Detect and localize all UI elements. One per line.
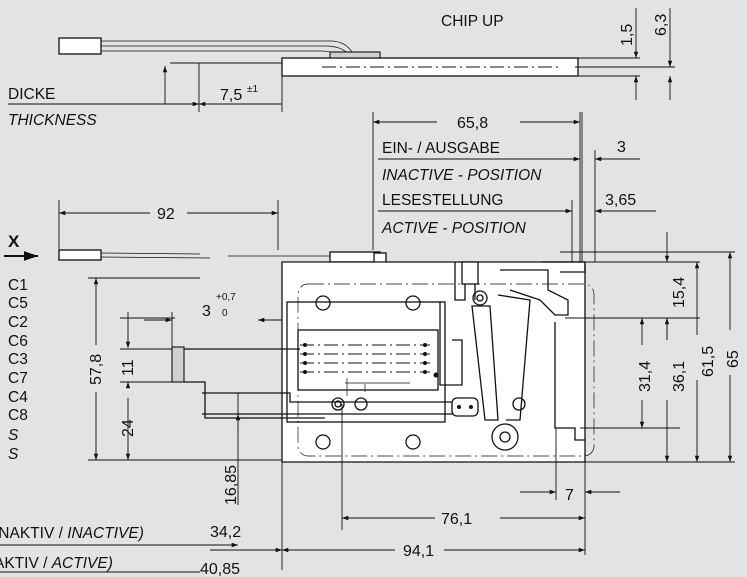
thickness-label: THICKNESS [8,112,97,129]
dim-61-5: 61,5 [694,262,717,462]
side-view-bracket [329,51,381,59]
right-rail [554,322,585,441]
dim-65: 65 [725,252,742,462]
dim-3-top-text: 3 [617,139,626,156]
dim-76-1-text: 76,1 [441,511,472,528]
contact-c1: C1 [8,277,28,294]
dim-36-1: 36,1 [664,318,688,462]
dim-40-85-text: 40,85 [200,561,240,577]
axis-x-label: X [8,232,20,251]
dim-15-4: 15,4 [664,232,688,340]
chip-up-label: CHIP UP [441,13,504,30]
contact-s1: S [8,427,19,444]
card-stop [500,269,569,316]
dim-31-4-text: 31,4 [637,361,654,392]
contact-c2: C2 [8,314,28,331]
dim-57-8-text: 57,8 [88,354,105,385]
dim-6-3: 6,3 [653,8,673,100]
dim-1-5: 1,5 [619,8,639,100]
dim-16-85-text: 16,85 [223,465,240,505]
dim-65-8-text: 65,8 [457,115,488,132]
mounting-holes [315,295,526,450]
pcb-frame [286,301,446,423]
plan-view [58,249,595,463]
dim-6-3-text: 6,3 [653,14,670,36]
plan-view-connector [58,249,102,261]
dim-7-text: 7 [565,487,574,504]
flex-cable [184,348,325,419]
contact-list: C1 C5 C2 C6 C3 C7 C4 C8 S S [8,277,28,463]
contact-s2: S [8,446,19,463]
plan-view-cable [100,252,211,259]
cross-bar [202,392,471,415]
dim-61-5-text: 61,5 [700,346,717,377]
contact-block [297,329,439,391]
reader-housing [281,261,586,463]
cable-clamp [329,251,381,263]
contact-c3: C3 [8,351,28,368]
active-position-label: ACTIVE - POSITION [381,220,527,237]
spring-holder [439,302,463,386]
dim-94-1-text: 94,1 [403,543,434,560]
dim-24-text: 24 [120,419,137,437]
inaktiv-label: INAKTIV / INACTIVE) [0,525,144,542]
mechanism-slider [461,261,479,285]
latch-arm [497,294,531,421]
dim-65-text: 65 [725,350,742,368]
dim-31-4: 31,4 [637,318,654,428]
switch [451,397,479,417]
contact-c6: C6 [8,333,28,350]
eject-mechanism [439,261,586,451]
dim-3-tol-upper: +0,7 [216,292,236,303]
dicke-label: DICKE [8,86,55,103]
dim-11-text: 11 [120,359,137,376]
stop-plate [541,261,586,273]
side-view-connector [58,37,102,55]
dim-3-tol-lower: 0 [222,308,228,319]
dim-7-5-text: 7,5 [220,87,242,104]
dim-92-text: 92 [157,206,175,223]
dim-7-5-tol: ±1 [247,84,258,95]
contact-c8: C8 [8,407,28,424]
dim-34-2-text: 34,2 [210,524,241,541]
pivot-hole [472,290,488,306]
dim-3-65-text: 3,65 [605,192,636,209]
dim-3-text: 3 [202,303,211,320]
contact-rows [300,343,439,396]
lesestellung-label: LESESTELLUNG [382,192,503,209]
roller [491,423,519,451]
contact-c7: C7 [8,370,28,387]
eject-lever [471,305,499,421]
ein-ausgabe-label: EIN- / AUSGABE [382,140,500,157]
flex-connector [171,346,185,383]
side-view [58,37,675,77]
dim-1-5-text: 1,5 [619,24,636,46]
contact-c4: C4 [8,389,28,406]
inactive-position-label: INACTIVE - POSITION [382,167,542,184]
dim-36-1-text: 36,1 [671,361,688,392]
aktiv-label: AKTIV / ACTIVE) [0,555,113,572]
contact-c5: C5 [8,295,28,312]
dim-15-4-text: 15,4 [671,277,688,308]
